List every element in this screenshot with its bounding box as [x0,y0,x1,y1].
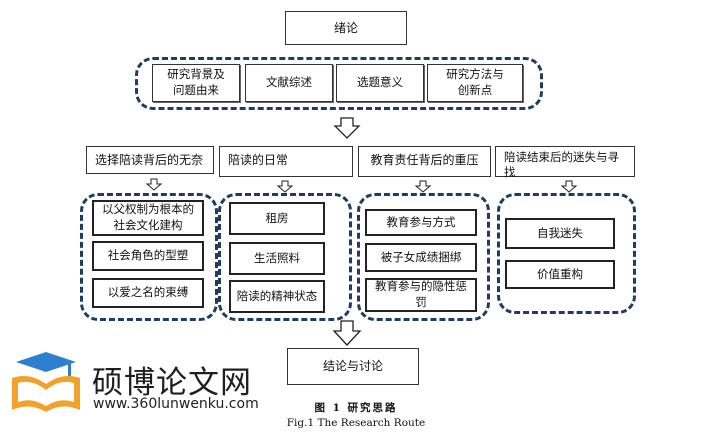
section-header-4: 陪读结束后的迷失与寻找 [495,146,635,179]
watermark-url: www.360lunwenku.com [93,396,259,412]
section-header-2: 陪读的日常 [219,146,353,177]
arrow-down-2 [332,320,362,346]
logo-graphic [12,352,80,412]
section-2-item-1-label: 租房 [265,210,289,225]
intro-group-border [135,57,543,110]
section-header-3-label: 教育责任背后的重压 [370,153,479,167]
arrow-small-1 [145,178,163,191]
section-3-item-3: 教育参与的隐性惩罚 [365,278,477,312]
section-1-item-2: 社会角色的型塑 [92,241,204,271]
section-4-group-border [497,193,636,314]
section-4-item-1-label: 自我迷失 [537,225,583,240]
arrow-small-4 [560,180,578,193]
background-label: 研究背景及 问题由来 [167,67,225,97]
section-1-item-2-label: 社会角色的型塑 [107,248,189,263]
section-2-group-border [218,193,352,321]
caption-en: Fig.1 The Research Route [286,417,426,429]
section-header-3: 教育责任背后的重压 [358,146,491,177]
significance-label: 选题意义 [357,75,403,90]
section-3-item-2-label: 被子女成绩捆绑 [380,249,462,264]
methods-label: 研究方法与 创新点 [446,67,504,97]
watermark-brand: 硕博论文网 [92,365,252,401]
arrow-small-2 [276,180,294,193]
section-3-item-2: 被子女成绩捆绑 [365,243,477,272]
arrow-down-1 [333,117,361,139]
section-header-1-label: 选择陪读背后的无奈 [95,153,204,167]
section-1-item-1: 以父权制为根本的社会文化建构 [92,200,204,236]
background-box: 研究背景及 问题由来 [152,64,240,102]
literature-review-label: 文献综述 [266,75,312,90]
section-2-item-2: 生活照料 [229,242,325,275]
conclusion-label: 结论与讨论 [322,359,383,374]
literature-review-box: 文献综述 [245,64,333,102]
section-2-item-3-label: 陪读的精神状态 [236,288,318,303]
section-4-item-2: 价值重构 [505,260,615,289]
section-header-1: 选择陪读背后的无奈 [86,146,214,174]
section-1-item-1-label: 以父权制为根本的社会文化建构 [102,202,194,232]
section-header-4-label: 陪读结束后的迷失与寻找 [504,150,619,179]
section-1-item-3: 以爱之名的束缚 [92,278,204,308]
methods-box: 研究方法与 创新点 [427,64,523,102]
arrow-small-3 [414,180,432,193]
intro-box: 绪论 [285,11,407,45]
section-3-item-1: 教育参与方式 [365,209,477,236]
section-3-item-3-label: 教育参与的隐性惩罚 [375,279,467,309]
intro-label: 绪论 [333,20,358,35]
section-2-item-1: 租房 [229,202,325,235]
section-2-item-3: 陪读的精神状态 [229,280,325,313]
significance-box: 选题意义 [336,64,424,102]
caption-cn: 图 1 研究思路 [314,402,398,414]
section-1-group-border [80,193,218,321]
conclusion-box: 结论与讨论 [287,348,419,385]
section-3-group-border [357,193,490,321]
section-2-item-2-label: 生活照料 [254,250,300,265]
section-4-item-1: 自我迷失 [505,218,615,249]
section-3-item-1-label: 教育参与方式 [386,214,456,229]
section-1-item-3-label: 以爱之名的束缚 [107,285,189,300]
section-header-2-label: 陪读的日常 [228,153,289,167]
section-4-item-2-label: 价值重构 [537,266,583,281]
